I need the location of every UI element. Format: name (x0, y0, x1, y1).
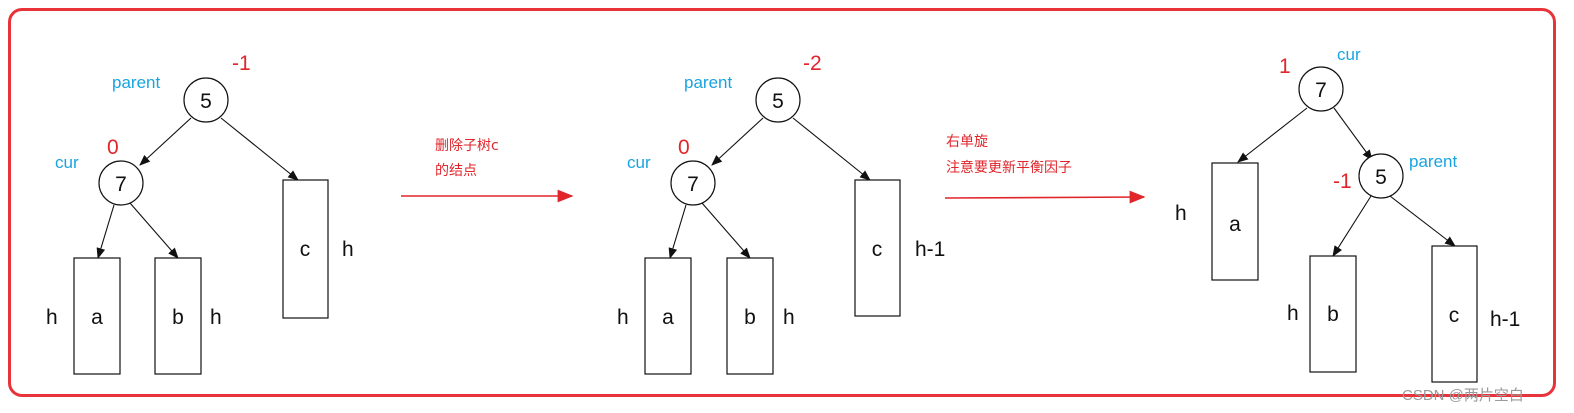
node-value: 5 (772, 90, 784, 113)
height-label-c: h-1 (915, 238, 945, 261)
height-label-c: h-1 (1490, 308, 1520, 331)
tree-node-root: 7 (1298, 66, 1344, 112)
balance-factor-root: -2 (803, 52, 822, 75)
tree-node-root: 5 (183, 77, 229, 123)
step-2-annotation: 右单旋 注意要更新平衡因子 (944, 134, 1146, 204)
subtree-label: a (1229, 213, 1241, 236)
node-value: 7 (687, 173, 699, 196)
subtree-label: b (1327, 303, 1339, 326)
subtree-b: b (1309, 255, 1357, 373)
edge-root-to-child (1333, 107, 1373, 161)
panel-2-after-delete: 5 parent -2 7 cur 0 a h b h c h-1 (617, 52, 945, 375)
subtree-c: c (854, 179, 901, 317)
height-label-a: h (1175, 202, 1187, 225)
subtree-label: c (872, 238, 883, 261)
height-label-a: h (617, 306, 629, 329)
subtree-b: b (154, 257, 202, 375)
tree-node-child: 5 (1358, 153, 1404, 199)
edge-root-to-child (711, 117, 764, 166)
role-label-cur: cur (1337, 45, 1361, 64)
node-value: 7 (115, 173, 127, 196)
edge-child-to-a (668, 204, 687, 260)
subtree-label: b (744, 306, 756, 329)
subtree-label: b (172, 306, 184, 329)
edge-root-to-c (792, 117, 871, 181)
edge-child-to-b (129, 202, 179, 259)
height-label-b: h (210, 306, 222, 329)
height-label-b: h (783, 306, 795, 329)
panel-3-after-right-rotation: 7 cur 1 5 parent -1 a h b h c h-1 (1175, 45, 1520, 383)
step-2-line-2: 注意要更新平衡因子 (946, 159, 1072, 176)
role-label-parent: parent (112, 73, 160, 92)
watermark: CSDN @两片空白 (1402, 387, 1524, 404)
node-value: 5 (200, 90, 212, 113)
subtree-a: a (644, 257, 692, 375)
step-1-line-2: 的结点 (435, 163, 477, 179)
balance-factor-child: 0 (678, 136, 690, 159)
height-label-b: h (1287, 302, 1299, 325)
balance-factor-child: -1 (1333, 170, 1352, 193)
diagram-frame (8, 8, 1556, 397)
step-2-arrow (944, 190, 1146, 204)
subtree-label: c (300, 238, 311, 261)
subtree-c: c (1431, 245, 1478, 383)
subtree-label: c (1449, 304, 1460, 327)
edge-root-to-a (1237, 107, 1308, 163)
subtree-a: a (73, 257, 121, 375)
step-1-annotation: 删除子树c 的结点 (401, 138, 574, 203)
step-1-line-1: 删除子树c (435, 138, 499, 154)
height-label-a: h (46, 306, 58, 329)
height-label-c: h (342, 238, 354, 261)
tree-node-child: 7 (98, 160, 144, 206)
tree-node-child: 7 (670, 160, 716, 206)
subtree-c: c (282, 179, 329, 319)
node-value: 7 (1315, 79, 1327, 102)
role-label-parent: parent (1409, 152, 1457, 171)
balance-factor-child: 0 (107, 136, 119, 159)
subtree-b: b (726, 257, 774, 375)
panel-1-before-delete: 5 parent -1 7 cur 0 a h b h c h (46, 52, 354, 375)
edge-root-to-child (139, 117, 192, 166)
subtree-label: a (662, 306, 674, 329)
edge-child-to-b (1332, 195, 1372, 257)
role-label-cur: cur (627, 153, 651, 172)
node-value: 5 (1375, 166, 1387, 189)
edge-child-to-b (701, 202, 751, 259)
subtree-label: a (91, 306, 103, 329)
step-2-line-1: 右单旋 (946, 134, 988, 150)
balance-factor-root: 1 (1279, 55, 1291, 78)
subtree-a: a (1211, 162, 1259, 281)
tree-node-root: 5 (755, 77, 801, 123)
role-label-cur: cur (55, 153, 79, 172)
edge-child-to-a (96, 204, 115, 260)
edge-child-to-c (1389, 195, 1456, 247)
balance-factor-root: -1 (232, 52, 251, 75)
role-label-parent: parent (684, 73, 732, 92)
edge-root-to-c (220, 117, 299, 181)
